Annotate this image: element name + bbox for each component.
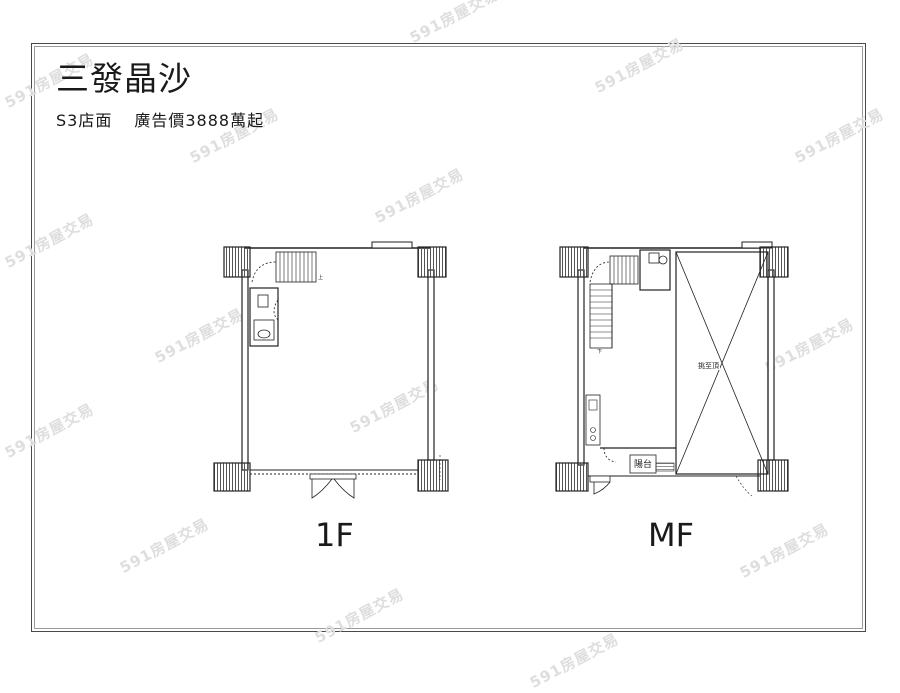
void-area (675, 251, 769, 475)
void-note: 挑至頂 (698, 361, 719, 370)
wall-left (577, 269, 585, 466)
staircase-upper (609, 255, 639, 285)
kitchen-counter (585, 394, 601, 446)
column (417, 246, 447, 278)
stair-note: 下 (597, 349, 602, 355)
stair-note: 上 (318, 274, 323, 281)
plan-label-mf: MF (648, 516, 695, 554)
stair-treads (279, 252, 313, 282)
sink-box (253, 319, 275, 341)
staircase-lower (589, 283, 613, 349)
column (559, 246, 589, 278)
door-swing (593, 481, 611, 495)
column (223, 246, 251, 278)
wall-right (427, 269, 435, 461)
unit-label: S3店面 (56, 111, 113, 130)
door-swing (735, 475, 753, 497)
plan-label-1f: 1F (315, 516, 354, 554)
void-label-bg (696, 361, 720, 370)
sink-icon (257, 329, 271, 339)
bathroom (249, 287, 279, 347)
price-text: 廣告價3888萬起 (134, 111, 265, 130)
entrance-door-right (333, 478, 355, 499)
outer-frame (31, 43, 866, 632)
door-swing (603, 447, 617, 463)
threshold (589, 475, 611, 483)
project-title: 三發晶沙 (56, 59, 192, 98)
column (417, 459, 449, 492)
column (213, 462, 251, 492)
floor-plans: 上 (213, 241, 789, 499)
column (555, 462, 589, 492)
stove-icon (590, 427, 596, 433)
wall-left (241, 269, 249, 471)
stove-icon (590, 435, 596, 441)
wall-right (767, 269, 775, 461)
sink-icon (658, 255, 668, 265)
unit-subtitle: S3店面 廣告價3888萬起 (56, 107, 264, 131)
toilet-icon (257, 294, 269, 308)
balcony-label: 陽台 (634, 458, 652, 470)
sink-icon (588, 399, 598, 411)
toilet-icon (648, 252, 660, 264)
door-swing (251, 261, 277, 283)
column (757, 459, 789, 492)
entrance-door-left (311, 478, 333, 499)
stair-treads (613, 256, 635, 284)
wall-segment (371, 241, 413, 249)
door-swing (589, 261, 611, 283)
stair-treads (590, 289, 612, 339)
door-swing (273, 299, 279, 321)
entrance-threshold (309, 473, 357, 480)
void-cross (675, 251, 769, 475)
inner-frame (34, 46, 863, 629)
plan-mf (555, 241, 789, 497)
plan-1f (213, 241, 449, 499)
bathroom (639, 249, 671, 291)
balcony-rail (655, 462, 675, 472)
wall-segment (741, 241, 773, 249)
